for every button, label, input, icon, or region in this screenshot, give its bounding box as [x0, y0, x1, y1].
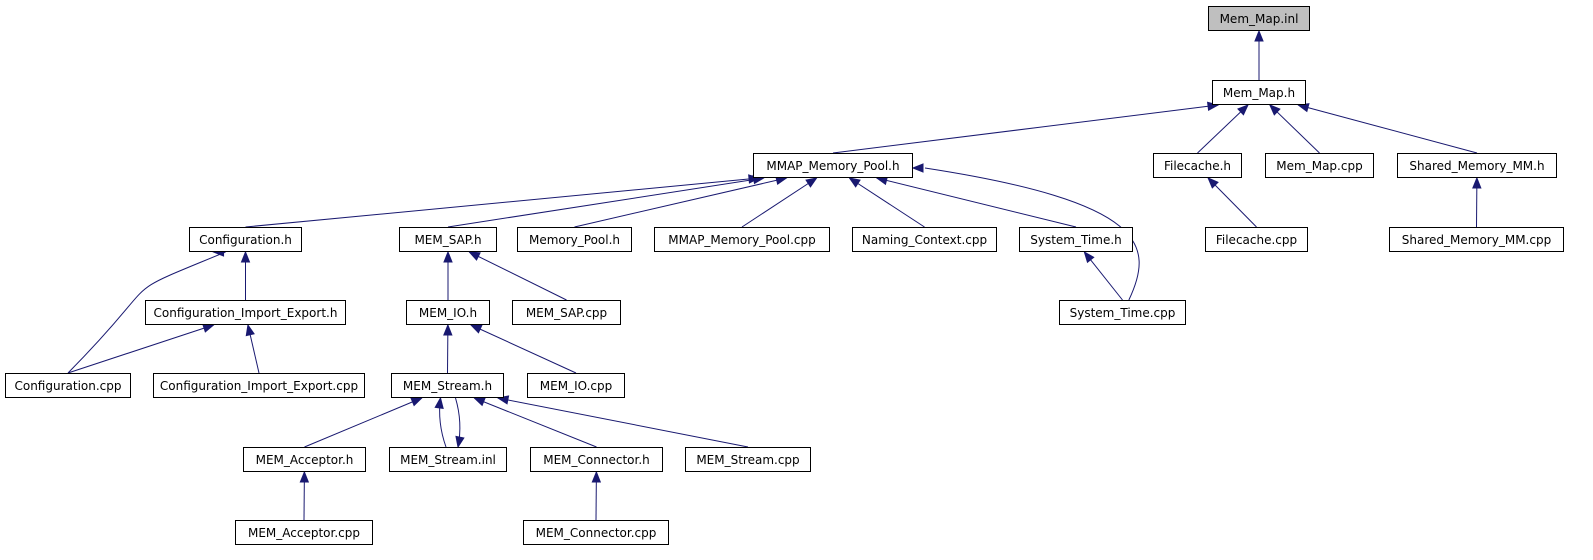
edge-configuration_cpp-to-configuration_h: [67, 251, 226, 374]
edge-mem_sap_h-to-mmap_memory_pool_h: [447, 177, 764, 228]
node-configuration-import-export-cpp[interactable]: Configuration_Import_Export.cpp: [153, 373, 365, 398]
node-mem-acceptor-cpp[interactable]: MEM_Acceptor.cpp: [235, 520, 373, 545]
node-mem-acceptor-h[interactable]: MEM_Acceptor.h: [243, 447, 366, 472]
edge-naming_context_cpp-to-mmap_memory_pool_h: [849, 177, 925, 228]
node-mem-map-cpp[interactable]: Mem_Map.cpp: [1265, 153, 1374, 178]
node-mem-stream-cpp[interactable]: MEM_Stream.cpp: [685, 447, 811, 472]
node-system-time-h[interactable]: System_Time.h: [1019, 227, 1133, 252]
edge-mem_io_cpp-to-mem_io_h: [470, 324, 577, 374]
edge-system_time_cpp-to-system_time_h: [1083, 251, 1123, 301]
edge-configuration_h-to-mmap_memory_pool_h: [245, 177, 760, 228]
arrowhead-mem_stream_inl-to-mem_stream_h: [434, 396, 444, 410]
node-shared-memory-mm-h[interactable]: Shared_Memory_MM.h: [1397, 153, 1557, 178]
edge-filecache_h-to-mem_map_h: [1197, 104, 1249, 154]
arrowhead-mem_stream_h-to-mem_stream_inl: [455, 435, 465, 449]
node-mem-io-h[interactable]: MEM_IO.h: [406, 300, 490, 325]
node-naming-context-cpp[interactable]: Naming_Context.cpp: [852, 227, 997, 252]
edge-mem_stream_cpp-to-mem_stream_h: [497, 397, 749, 448]
edge-mmap_memory_pool_cpp-to-mmap_memory_pool_h: [741, 177, 817, 228]
edge-mem_map_cpp-to-mem_map_h: [1269, 104, 1320, 154]
node-system-time-cpp[interactable]: System_Time.cpp: [1059, 300, 1186, 325]
node-mem-stream-h[interactable]: MEM_Stream.h: [391, 373, 504, 398]
node-configuration-h[interactable]: Configuration.h: [189, 227, 302, 252]
node-mem-sap-cpp[interactable]: MEM_SAP.cpp: [512, 300, 621, 325]
node-mmap-memory-pool-h[interactable]: MMAP_Memory_Pool.h: [753, 153, 913, 178]
edge-filecache_cpp-to-filecache_h: [1207, 177, 1257, 228]
edge-configuration_import_export_cpp-to-configuration_import_export_h: [247, 324, 260, 374]
node-mem-connector-h[interactable]: MEM_Connector.h: [530, 447, 663, 472]
node-mem-stream-inl[interactable]: MEM_Stream.inl: [389, 447, 507, 472]
node-mem-map-h[interactable]: Mem_Map.h: [1212, 80, 1306, 105]
edge-memory_pool_h-to-mmap_memory_pool_h: [574, 177, 787, 228]
edge-configuration_cpp-to-configuration_import_export_h: [67, 324, 214, 374]
node-filecache-cpp[interactable]: Filecache.cpp: [1205, 227, 1308, 252]
edge-system_time_h-to-mmap_memory_pool_h: [876, 177, 1077, 228]
node-configuration-cpp[interactable]: Configuration.cpp: [5, 373, 131, 398]
node-mmap-memory-pool-cpp[interactable]: MMAP_Memory_Pool.cpp: [654, 227, 830, 252]
edge-mem_sap_cpp-to-mem_sap_h: [469, 251, 567, 301]
node-mem-sap-h[interactable]: MEM_SAP.h: [399, 227, 497, 252]
edge-system_time_cpp-to-mmap_memory_pool_h: [924, 167, 1140, 301]
edge-mem_acceptor_h-to-mem_stream_h: [304, 397, 422, 448]
node-mem-io-cpp[interactable]: MEM_IO.cpp: [527, 373, 625, 398]
edge-mem_stream_h-to-mem_stream_inl: [455, 397, 461, 448]
arrowhead-system_time_cpp-to-mmap_memory_pool_h: [911, 163, 924, 173]
node-mem-map-inl: Mem_Map.inl: [1208, 6, 1310, 31]
edge-shared_memory_mm_h-to-mem_map_h: [1298, 104, 1478, 154]
node-shared-memory-mm-cpp[interactable]: Shared_Memory_MM.cpp: [1389, 227, 1564, 252]
node-memory-pool-h[interactable]: Memory_Pool.h: [517, 227, 632, 252]
node-mem-connector-cpp[interactable]: MEM_Connector.cpp: [523, 520, 669, 545]
node-filecache-h[interactable]: Filecache.h: [1153, 153, 1242, 178]
edge-mem_connector_h-to-mem_stream_h: [474, 397, 597, 448]
edge-mem_stream_inl-to-mem_stream_h: [439, 397, 447, 448]
node-configuration-import-export-h[interactable]: Configuration_Import_Export.h: [145, 300, 346, 325]
edge-mmap_memory_pool_h-to-mem_map_h: [832, 104, 1219, 154]
